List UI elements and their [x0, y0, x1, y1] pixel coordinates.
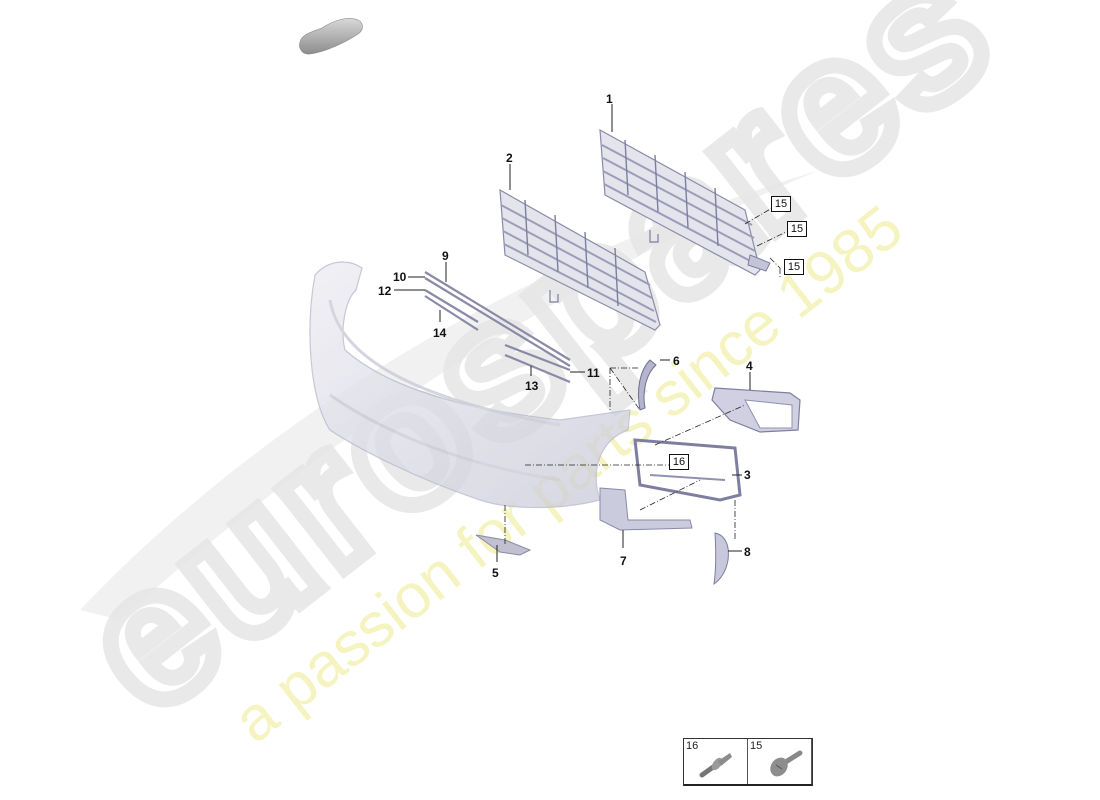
boxed-callout-15[interactable]: 15 [787, 221, 807, 237]
boxed-callout-15[interactable]: 15 [771, 196, 791, 212]
callout-5[interactable]: 5 [492, 566, 499, 580]
callout-9[interactable]: 9 [442, 249, 449, 263]
trim-part-8 [713, 532, 729, 586]
callout-10[interactable]: 10 [393, 270, 407, 284]
boxed-callout-16[interactable]: 16 [669, 454, 689, 470]
bracket-part-5 [475, 534, 532, 556]
callout-4[interactable]: 4 [746, 359, 753, 373]
frame-part-3 [633, 438, 742, 502]
deflector-part-7 [599, 487, 693, 531]
callout-8[interactable]: 8 [744, 545, 751, 559]
callout-14[interactable]: 14 [433, 326, 447, 340]
boxed-callout-15[interactable]: 15 [784, 259, 804, 275]
legend-bottom-border [684, 784, 812, 786]
grille-part-2 [499, 188, 661, 331]
callout-6[interactable]: 6 [673, 354, 680, 368]
push-rivet-icon [699, 753, 732, 778]
callout-2[interactable]: 2 [506, 151, 513, 165]
watermark-swoosh [80, 170, 820, 620]
car-silhouette-icon[interactable] [296, 12, 366, 56]
air-duct-part-4 [711, 387, 801, 433]
legend-number: 16 [686, 740, 699, 752]
callout-11[interactable]: 11 [587, 366, 600, 380]
leader-lines [394, 104, 751, 562]
dash-dot-lines [504, 207, 787, 545]
callout-3[interactable]: 3 [744, 468, 751, 482]
callout-7[interactable]: 7 [620, 554, 627, 568]
legend-cell-16[interactable]: 16 [684, 739, 748, 785]
front-bumper-part [309, 261, 631, 509]
legend-cell-15[interactable]: 15 [748, 739, 812, 785]
grille-part-1 [599, 128, 771, 276]
screw-icon [770, 750, 803, 777]
callout-1[interactable]: 1 [606, 92, 613, 106]
fastener-legend: 16 15 [683, 738, 813, 786]
trim-strips [424, 271, 571, 384]
legend-number: 15 [750, 740, 763, 752]
callout-12[interactable]: 12 [378, 284, 392, 298]
callout-13[interactable]: 13 [525, 379, 539, 393]
bracket-part-6 [637, 359, 657, 411]
